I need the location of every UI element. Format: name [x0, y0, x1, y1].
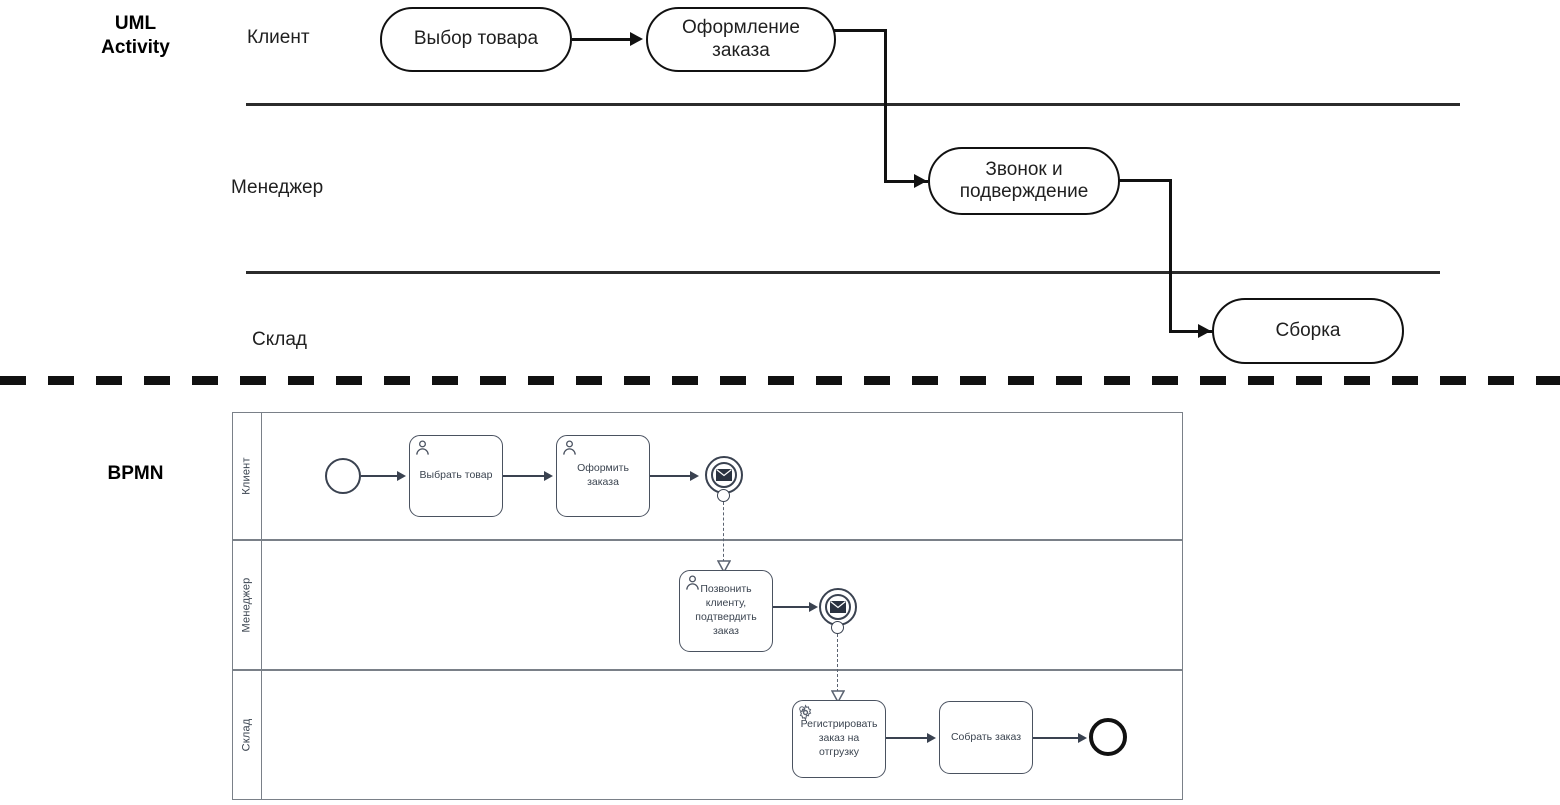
bpmn-seq-flow-3	[650, 475, 692, 477]
gear-icon	[799, 704, 812, 721]
bpmn-section-caption: BPMN	[107, 463, 164, 484]
uml-lane-label-warehouse: Склад	[252, 329, 307, 350]
bpmn-seq-flow-4	[773, 606, 811, 608]
bpmn-lane-header-warehouse: Склад	[232, 670, 262, 800]
bpmn-end-event[interactable]	[1089, 718, 1127, 756]
bpmn-task-assemble-order[interactable]: Собрать заказ	[939, 701, 1033, 774]
bpmn-event-inner-ring	[825, 594, 851, 620]
uml-flow-3-segment-h2	[1169, 330, 1213, 333]
bpmn-seq-flow-1	[361, 475, 399, 477]
uml-flow-3-segment-h1	[1118, 179, 1172, 182]
bpmn-start-event[interactable]	[325, 458, 361, 494]
bpmn-task-select-product-wrap: Выбрать товар	[409, 435, 503, 517]
user-icon	[416, 440, 429, 455]
uml-node-place-order[interactable]: Оформление заказа	[646, 7, 836, 72]
bpmn-message-flow-1	[723, 502, 724, 562]
bpmn-event-inner-ring	[711, 462, 737, 488]
bpmn-lane-header-manager: Менеджер	[232, 540, 262, 670]
bpmn-message-flow-2	[837, 634, 838, 692]
uml-node-assembly[interactable]: Сборка	[1212, 298, 1404, 364]
uml-node-call-confirm[interactable]: Звонок и подверждение	[928, 147, 1120, 215]
bpmn-lane-label-client: Клиент	[240, 457, 253, 495]
uml-flow-2-segment-h1	[834, 29, 886, 32]
bpmn-message-flow-origin-dot-2	[831, 621, 844, 634]
uml-lane-separator-2	[246, 271, 1440, 274]
uml-flow-2-segment-h2	[884, 180, 928, 183]
bpmn-seq-flow-3-arrowhead	[690, 471, 699, 481]
bpmn-message-flow-2-arrowhead	[831, 690, 845, 703]
bpmn-lane-separator-2	[232, 669, 1183, 671]
uml-lane-label-client: Клиент	[247, 27, 310, 48]
uml-flow-1	[572, 38, 632, 41]
uml-flow-1-arrowhead	[630, 32, 643, 46]
bpmn-task-call-client-wrap: Позвонить клиенту, подтвердить заказ	[679, 570, 773, 652]
bpmn-seq-flow-1-arrowhead	[397, 471, 406, 481]
bpmn-message-flow-origin-dot-1	[717, 489, 730, 502]
bpmn-seq-flow-2	[503, 475, 546, 477]
bpmn-seq-flow-5	[886, 737, 929, 739]
bpmn-task-register-shipment-wrap: Регистрировать заказ на отгрузку	[792, 700, 886, 778]
bpmn-task-place-order-wrap: Оформить заказа	[556, 435, 650, 517]
bpmn-seq-flow-6-arrowhead	[1078, 733, 1087, 743]
uml-lane-label-manager: Менеджер	[231, 177, 324, 198]
uml-flow-2-arrowhead	[914, 174, 927, 188]
bpmn-lane-label-warehouse: Склад	[240, 718, 253, 752]
uml-lane-separator-1	[246, 103, 1460, 106]
bpmn-lane-separator-1	[232, 539, 1183, 541]
bpmn-seq-flow-6	[1033, 737, 1080, 739]
user-icon	[563, 440, 576, 455]
bpmn-seq-flow-4-arrowhead	[809, 602, 818, 612]
envelope-icon	[830, 601, 846, 613]
bpmn-lane-header-client: Клиент	[232, 412, 262, 540]
bpmn-seq-flow-2-arrowhead	[544, 471, 553, 481]
user-icon	[686, 575, 699, 590]
envelope-icon	[716, 469, 732, 481]
uml-flow-2-segment-v	[884, 29, 887, 182]
uml-section-caption: UML Activity	[101, 13, 170, 58]
bpmn-intermediate-message-event-2[interactable]	[819, 588, 857, 626]
bpmn-intermediate-message-event-1[interactable]	[705, 456, 743, 494]
uml-node-select-product[interactable]: Выбор товара	[380, 7, 572, 72]
bpmn-message-flow-1-arrowhead	[717, 560, 731, 573]
bpmn-lane-label-manager: Менеджер	[240, 577, 253, 633]
uml-flow-3-arrowhead	[1198, 324, 1211, 338]
bpmn-seq-flow-5-arrowhead	[927, 733, 936, 743]
section-divider	[0, 376, 1560, 385]
uml-flow-3-segment-v	[1169, 179, 1172, 332]
